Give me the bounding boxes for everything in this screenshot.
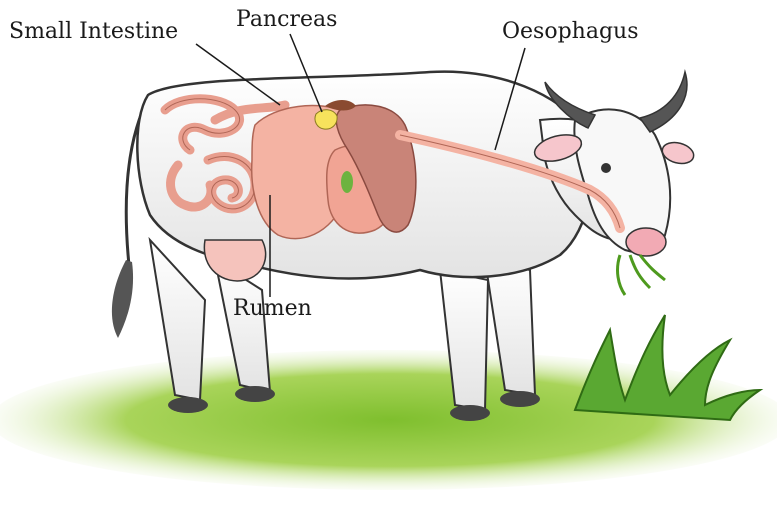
pancreas xyxy=(315,110,337,129)
label-small-intestine: Small Intestine xyxy=(9,21,178,43)
tail-tuft xyxy=(112,260,133,338)
hoof xyxy=(450,405,490,421)
udder xyxy=(204,240,265,281)
eye xyxy=(601,163,611,173)
label-rumen: Rumen xyxy=(233,298,312,320)
hoof xyxy=(500,391,540,407)
grass-clump xyxy=(575,315,760,420)
horn xyxy=(640,72,687,132)
hoof xyxy=(235,386,275,402)
label-pancreas: Pancreas xyxy=(236,9,337,31)
hoof xyxy=(168,397,208,413)
grass-in-mouth xyxy=(618,255,665,295)
gall-bladder xyxy=(341,171,353,193)
nose xyxy=(626,228,666,256)
label-oesophagus: Oesophagus xyxy=(502,21,639,43)
